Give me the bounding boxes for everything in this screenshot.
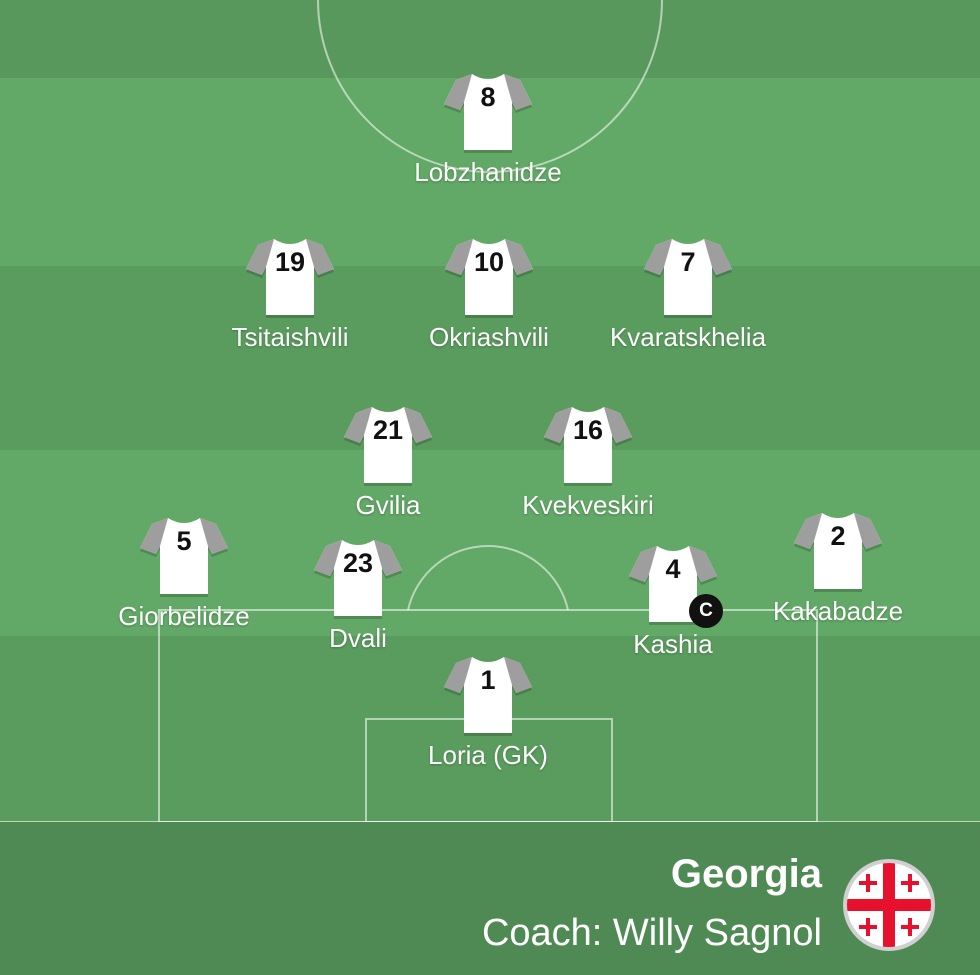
shirt-number: 21 — [372, 415, 404, 445]
player-name: Kvaratskhelia — [609, 322, 767, 352]
georgia-flag-icon — [843, 859, 935, 951]
shirt-icon: 16 — [542, 403, 634, 487]
shirt-number: 8 — [480, 82, 496, 112]
shirt-number: 19 — [274, 247, 306, 277]
shirt-icon: 2 — [792, 509, 884, 593]
player-name: Giorbelidze — [118, 601, 250, 631]
shirt-number: 4 — [665, 554, 681, 584]
player-name: Kakabadze — [772, 596, 904, 626]
player-kvaratskhelia[interactable]: 7 Kvaratskhelia — [598, 235, 778, 353]
player-name: Tsitaishvili — [231, 322, 349, 352]
shirt-icon: 5 — [138, 514, 230, 598]
player-loria[interactable]: 1 Loria (GK) — [398, 653, 578, 771]
shirt-icon: 10 — [443, 235, 535, 319]
shirt-icon: 4 C — [627, 542, 723, 628]
player-okriashvili[interactable]: 10 Okriashvili — [399, 235, 579, 353]
shirt-number: 10 — [473, 247, 505, 277]
captain-badge: C — [689, 594, 723, 628]
team-name: Georgia — [670, 852, 822, 896]
player-kakabadze[interactable]: 2 Kakabadze — [748, 509, 928, 627]
player-gvilia[interactable]: 21 Gvilia — [298, 403, 478, 521]
shirt-icon: 7 — [642, 235, 734, 319]
shirt-icon: 8 — [442, 70, 534, 154]
player-name: Okriashvili — [429, 322, 549, 352]
player-kvekveskiri[interactable]: 16 Kvekveskiri — [498, 403, 678, 521]
player-dvali[interactable]: 23 Dvali — [268, 536, 448, 654]
shirt-icon: 21 — [342, 403, 434, 487]
player-name: Kvekveskiri — [522, 490, 654, 520]
shirt-number: 1 — [480, 665, 496, 695]
player-lobzhanidze[interactable]: 8 Lobzhanidze — [398, 70, 578, 188]
shirt-number: 7 — [680, 247, 696, 277]
pitch-stripe — [0, 0, 980, 78]
shirt-icon: 19 — [244, 235, 336, 319]
player-tsitaishvili[interactable]: 19 Tsitaishvili — [200, 235, 380, 353]
center-circle-arc — [317, 0, 663, 173]
team-footer — [0, 822, 980, 975]
player-kashia[interactable]: 4 C Kashia — [583, 542, 763, 660]
player-name: Dvali — [329, 623, 387, 653]
shirt-number: 5 — [176, 526, 192, 556]
player-giorbelidze[interactable]: 5 Giorbelidze — [94, 514, 274, 632]
player-name: Kashia — [633, 629, 713, 659]
penalty-arc — [407, 545, 569, 611]
player-name: Lobzhanidze — [414, 157, 562, 187]
shirt-icon: 23 — [312, 536, 404, 620]
shirt-icon: 1 — [442, 653, 534, 737]
coach-name: Coach: Willy Sagnol — [481, 912, 822, 954]
shirt-number: 2 — [830, 521, 846, 551]
player-name: Gvilia — [355, 490, 421, 520]
shirt-number: 16 — [572, 415, 604, 445]
shirt-number: 23 — [342, 548, 374, 578]
player-name: Loria (GK) — [428, 740, 548, 770]
